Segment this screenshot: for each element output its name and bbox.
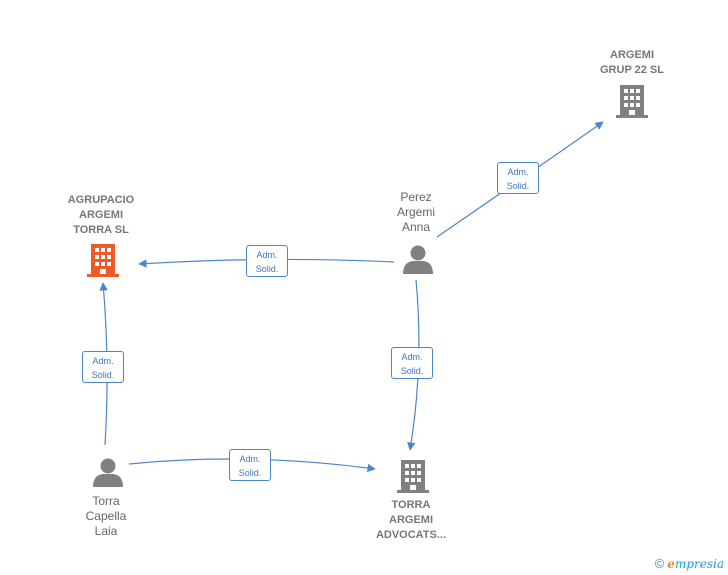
- label-line: Laia: [94, 524, 118, 538]
- label-line: Anna: [401, 220, 431, 234]
- brand-name: mpresia: [674, 557, 724, 571]
- building-icon[interactable]: [397, 460, 429, 493]
- edge-role: Solid.: [506, 181, 530, 191]
- building-icon[interactable]: [87, 244, 119, 277]
- edge-label-perez-argemi-grup[interactable]: Adm. Solid.: [497, 162, 539, 194]
- node-label-agrupacio[interactable]: AGRUPACIO ARGEMI TORRA SL: [40, 193, 162, 238]
- node-label-perez[interactable]: Perez Argemi Anna: [376, 190, 456, 235]
- edge-role: Solid.: [400, 366, 424, 376]
- label-line: Perez: [400, 190, 432, 204]
- label-line: Torra: [92, 494, 120, 508]
- label-line: ARGEMI: [79, 209, 123, 221]
- edge-label-perez-agrupacio[interactable]: Adm. Solid.: [246, 245, 288, 277]
- person-icon[interactable]: [403, 245, 433, 275]
- edge-role: Solid.: [238, 468, 262, 478]
- person-icon[interactable]: [93, 458, 123, 488]
- edge-role: Adm.: [507, 167, 529, 177]
- edge-role: Adm.: [92, 356, 114, 366]
- node-label-torra-capella[interactable]: Torra Capella Laia: [66, 494, 146, 539]
- label-line: TORRA: [391, 499, 431, 511]
- edge-label-torra-capella-agrupacio[interactable]: Adm. Solid.: [82, 351, 124, 383]
- empresia-logo: ©empresia: [655, 556, 724, 571]
- label-line: TORRA SL: [73, 224, 129, 236]
- label-line: ADVOCATS...: [375, 529, 447, 541]
- label-line: ARGEMI: [389, 514, 433, 526]
- label-line: AGRUPACIO: [67, 194, 135, 206]
- edge-role: Solid.: [255, 264, 279, 274]
- edge-role: Adm.: [401, 352, 423, 362]
- node-label-argemi-grup[interactable]: ARGEMI GRUP 22 SL: [572, 48, 692, 78]
- edge-role: Adm.: [239, 454, 261, 464]
- brand-initial: e: [667, 557, 675, 571]
- label-line: ARGEMI: [610, 49, 654, 61]
- building-icon[interactable]: [616, 85, 648, 118]
- label-line: Argemi: [396, 205, 435, 219]
- edge-role: Adm.: [256, 250, 278, 260]
- node-label-torra-advocats[interactable]: TORRA ARGEMI ADVOCATS...: [351, 498, 471, 543]
- label-line: Capella: [85, 509, 127, 523]
- copyright-icon: ©: [654, 556, 665, 571]
- edge-label-torra-capella-torra-advocats[interactable]: Adm. Solid.: [229, 449, 271, 481]
- edge-label-perez-torra-advocats[interactable]: Adm. Solid.: [391, 347, 433, 379]
- edge-role: Solid.: [91, 370, 115, 380]
- label-line: GRUP 22 SL: [600, 64, 664, 76]
